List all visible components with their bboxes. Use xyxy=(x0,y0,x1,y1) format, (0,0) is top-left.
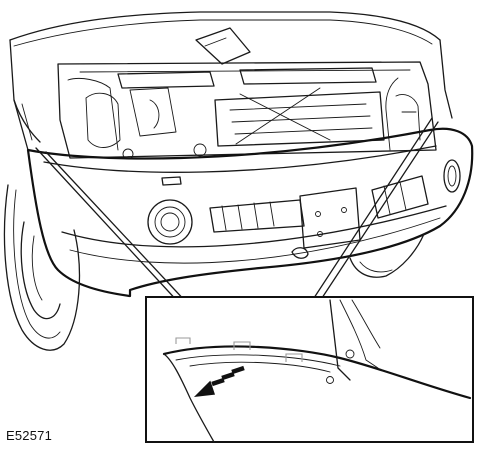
left-fender xyxy=(13,99,41,143)
leader-lines xyxy=(35,117,439,305)
direction-arrow-icon xyxy=(193,365,245,397)
cab-outline xyxy=(9,11,453,151)
callout-frame xyxy=(145,296,474,443)
left-wheel xyxy=(3,184,81,351)
engine-bay xyxy=(57,27,437,160)
clip-markers xyxy=(175,337,303,362)
figure-code-label: E52571 xyxy=(6,428,53,443)
detail-callout xyxy=(145,296,474,443)
right-wheel xyxy=(349,233,425,278)
